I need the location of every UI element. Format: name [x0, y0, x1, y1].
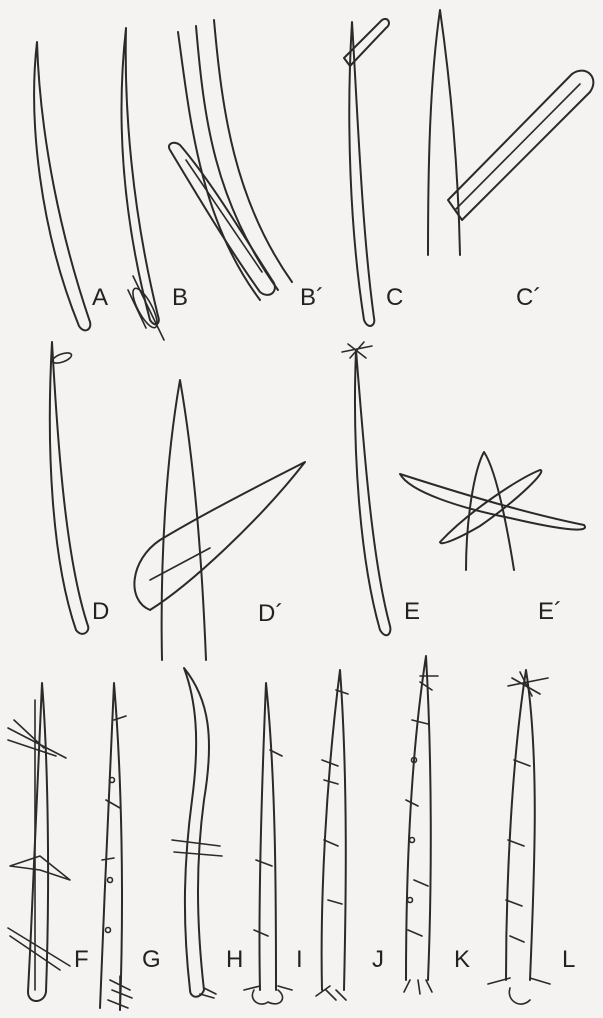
label-g: G — [142, 948, 161, 972]
spicule-e-prime — [400, 452, 585, 570]
label-b: B — [172, 286, 188, 310]
label-a: A — [92, 286, 108, 310]
label-j: J — [372, 948, 384, 972]
spicule-l — [488, 670, 550, 1004]
label-f: F — [74, 948, 89, 972]
spicule-b-prime — [169, 20, 292, 300]
label-e-prime: E´ — [538, 600, 562, 624]
spicule-h — [172, 668, 222, 998]
spicule-e — [342, 342, 390, 635]
label-e: E — [404, 600, 420, 624]
spicule-c — [344, 19, 389, 326]
spicule-a — [34, 42, 90, 330]
spicule-d — [50, 342, 88, 634]
label-h: H — [226, 948, 243, 972]
spicule-k — [404, 656, 438, 994]
spicule-g — [100, 683, 132, 1010]
label-d: D — [92, 600, 109, 624]
spicule-f — [8, 683, 70, 1001]
label-d-prime: D´ — [258, 602, 283, 626]
label-l: L — [562, 948, 575, 972]
label-i: I — [296, 948, 303, 972]
spicule-b — [122, 28, 164, 340]
label-c: C — [386, 286, 403, 310]
spicule-j — [316, 670, 348, 1000]
label-b-prime: B´ — [300, 286, 324, 310]
spicule-c-prime — [428, 10, 593, 255]
spicule-i — [244, 683, 292, 1004]
label-c-prime: C´ — [516, 286, 541, 310]
label-k: K — [454, 948, 470, 972]
